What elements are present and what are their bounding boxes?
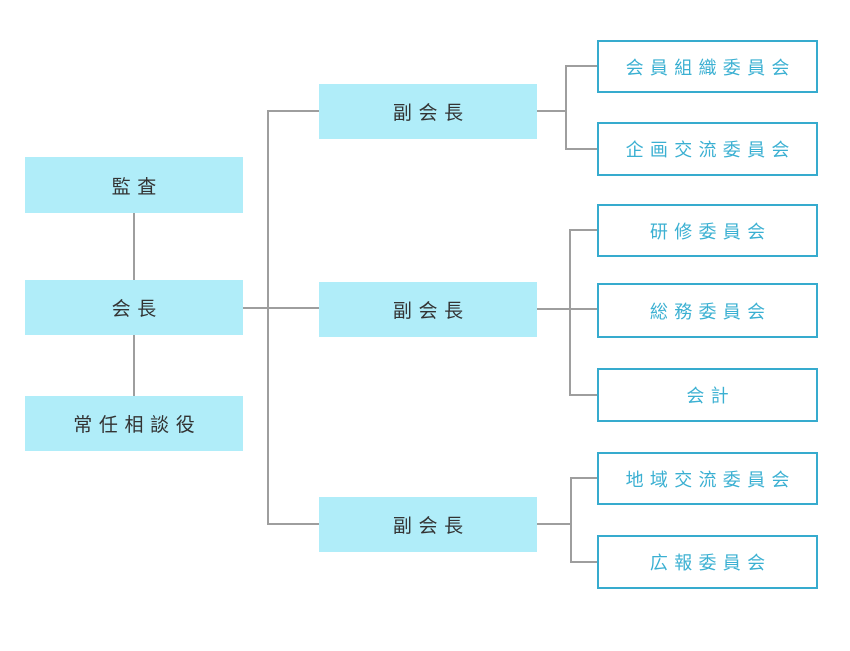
node-vice-chairman-2: 副会長 <box>319 282 537 337</box>
node-vice-chairman-1: 副会長 <box>319 84 537 139</box>
connector-group3-branch-1 <box>570 477 597 479</box>
node-chairman: 会長 <box>25 280 243 335</box>
connector-chairman-branch <box>243 307 319 309</box>
connector-vc2-stub <box>537 308 569 310</box>
node-public-relations-committee: 広報委員会 <box>597 535 818 589</box>
node-member-organization-committee: 会員組織委員会 <box>597 40 818 93</box>
connector-audit-chairman <box>133 213 135 280</box>
connector-group1-vertical <box>565 65 567 150</box>
node-accounting: 会計 <box>597 368 818 422</box>
connector-chairman-advisor <box>133 335 135 396</box>
node-planning-exchange-committee: 企画交流委員会 <box>597 122 818 176</box>
node-senior-advisor: 常任相談役 <box>25 396 243 451</box>
connector-vc3-stub <box>537 523 570 525</box>
connector-trunk-to-vc3 <box>267 523 319 525</box>
node-general-affairs-committee: 総務委員会 <box>597 283 818 338</box>
connector-trunk-to-vc1 <box>267 110 319 112</box>
connector-group1-branch-1 <box>565 65 597 67</box>
connector-vc1-stub <box>537 110 565 112</box>
connector-group2-branch-3 <box>569 394 597 396</box>
connector-group2-branch-2 <box>569 308 597 310</box>
node-vice-chairman-3: 副会長 <box>319 497 537 552</box>
connector-group1-branch-2 <box>565 148 597 150</box>
node-training-committee: 研修委員会 <box>597 204 818 257</box>
connector-trunk-vertical <box>267 110 269 525</box>
node-regional-exchange-committee: 地域交流委員会 <box>597 452 818 505</box>
connector-group3-vertical <box>570 477 572 563</box>
node-audit: 監査 <box>25 157 243 213</box>
connector-group2-branch-1 <box>569 229 597 231</box>
connector-group3-branch-2 <box>570 561 597 563</box>
connector-group2-vertical <box>569 229 571 396</box>
